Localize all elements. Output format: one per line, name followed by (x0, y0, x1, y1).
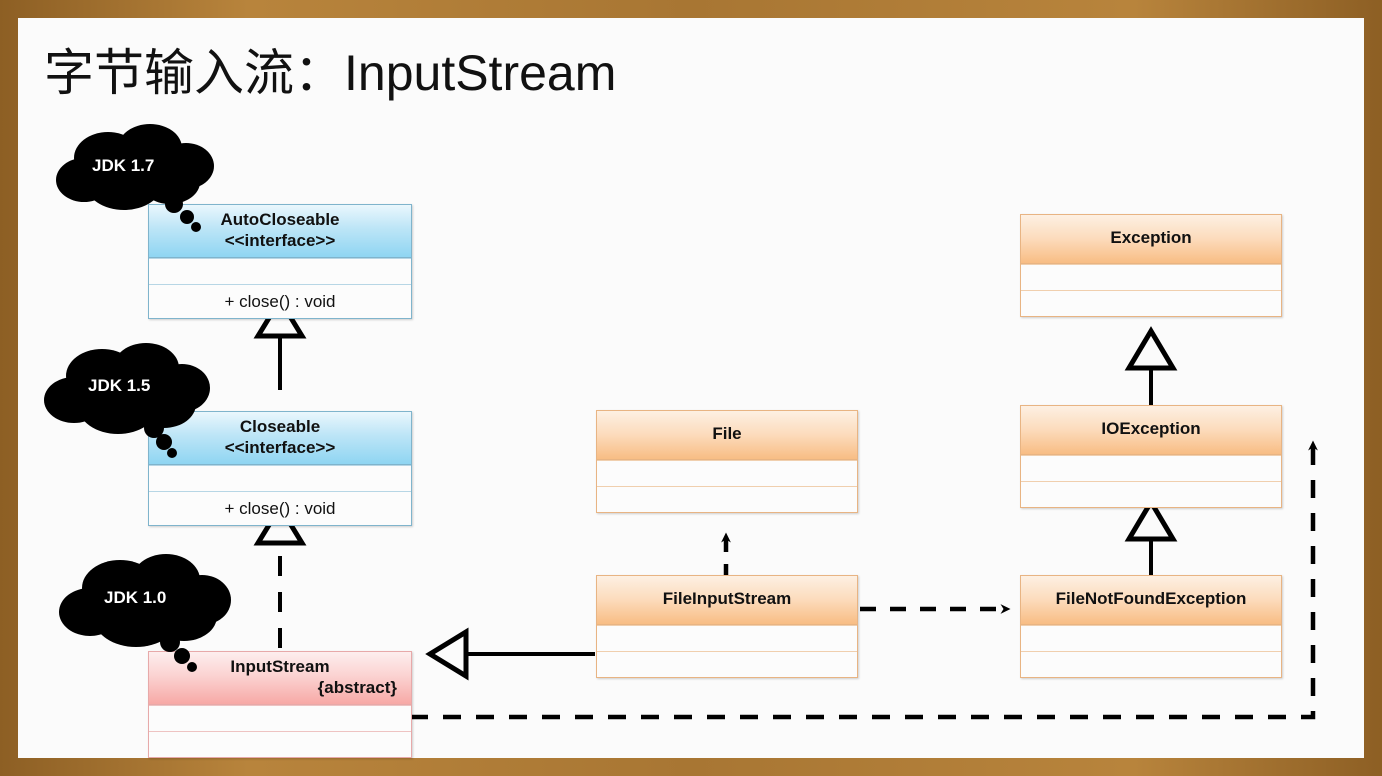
class-operations-filenotfoundexception (1021, 650, 1281, 677)
cloud-shape-icon (56, 124, 214, 232)
class-header-fileinputstream: FileInputStream (597, 576, 857, 625)
relation-inputstream-implements-closeable (253, 502, 307, 648)
class-name-inputstream: InputStream (230, 657, 330, 676)
class-modifier-inputstream: {abstract} (317, 677, 397, 697)
class-header-file: File (597, 411, 857, 460)
jdk-15-cloud-label: JDK 1.5 (88, 376, 151, 395)
class-operation-autocloseable-close: + close() : void (149, 284, 411, 319)
class-header-exception: Exception (1021, 215, 1281, 264)
cloud-shape-icon (59, 554, 231, 672)
class-header-inputstream: InputStream {abstract} (149, 652, 411, 706)
class-header-filenotfoundexception: FileNotFoundException (1021, 576, 1281, 625)
class-operations-ioexception (1021, 480, 1281, 507)
class-attributes-file (597, 459, 857, 486)
cloud-shape-icon (44, 343, 210, 458)
class-header-closeable: Closeable <<interface>> (149, 412, 411, 466)
class-attributes-exception (1021, 263, 1281, 290)
class-attributes-ioexception (1021, 454, 1281, 481)
class-attributes-closeable (149, 465, 411, 492)
class-name-fileinputstream: FileInputStream (662, 589, 792, 608)
diagram-canvas: 字节输入流：InputStream AutoCloseable : solid … (18, 18, 1364, 759)
class-name-autocloseable: AutoCloseable (220, 210, 340, 229)
class-header-ioexception: IOException (1021, 406, 1281, 455)
jdk-17-cloud: JDK 1.7 (46, 118, 246, 238)
class-operations-inputstream (149, 731, 411, 758)
slide-surface: 字节输入流：InputStream AutoCloseable : solid … (18, 18, 1364, 759)
class-box-fileinputstream[interactable]: FileInputStream (596, 575, 858, 678)
jdk-15-cloud: JDK 1.5 (36, 336, 236, 461)
class-name-ioexception: IOException (1101, 419, 1201, 438)
class-name-exception: Exception (1110, 228, 1192, 247)
relation-inputstream-throws-ioexception (410, 440, 1318, 720)
class-attributes-inputstream (149, 705, 411, 732)
class-box-file[interactable]: File (596, 410, 858, 513)
class-operations-exception (1021, 289, 1281, 316)
class-operations-file (597, 485, 857, 512)
class-name-closeable: Closeable (239, 417, 321, 436)
class-name-filenotfoundexception: FileNotFoundException (1055, 589, 1247, 608)
page-title: 字节输入流：InputStream (44, 45, 617, 101)
jdk-10-cloud: JDK 1.0 (50, 546, 255, 676)
relation-filenotfoundexception-extends-ioexception (1124, 497, 1178, 586)
class-attributes-autocloseable (149, 258, 411, 285)
class-stereotype-closeable: <<interface>> (224, 437, 336, 457)
class-box-exception[interactable]: Exception (1020, 214, 1282, 317)
class-box-filenotfoundexception[interactable]: FileNotFoundException (1020, 575, 1282, 678)
class-operations-fileinputstream (597, 650, 857, 677)
class-operation-closeable-close: + close() : void (149, 491, 411, 526)
class-stereotype-autocloseable: <<interface>> (224, 230, 336, 250)
class-box-ioexception[interactable]: IOException (1020, 405, 1282, 508)
jdk-17-cloud-label: JDK 1.7 (92, 156, 155, 175)
class-attributes-fileinputstream (597, 624, 857, 651)
class-attributes-filenotfoundexception (1021, 624, 1281, 651)
jdk-10-cloud-label: JDK 1.0 (104, 588, 167, 607)
class-name-file: File (712, 424, 742, 443)
relation-fileinputstream-extends-inputstream (425, 627, 595, 681)
class-box-closeable[interactable]: Closeable <<interface>> + close() : void (148, 411, 412, 527)
